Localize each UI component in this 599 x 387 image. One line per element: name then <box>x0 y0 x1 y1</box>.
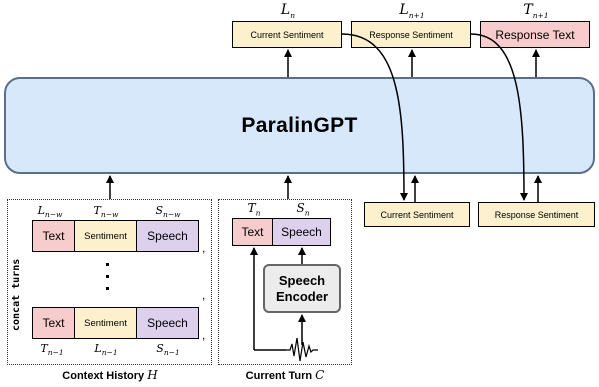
context-last-label-text: Tn−1 <box>40 342 64 358</box>
output-response-sentiment-box: Response Sentiment <box>351 21 471 48</box>
model-title: ParalinGPT <box>241 113 358 137</box>
row-comma-3: , <box>202 328 205 342</box>
context-last-label-speech: Sn−1 <box>156 342 180 358</box>
waveform-icon <box>286 337 318 362</box>
context-history-caption: Context History H <box>62 368 158 382</box>
output-current-sentiment-box: Current Sentiment <box>232 21 342 48</box>
context-first-text-cell: Text <box>32 220 75 252</box>
feedback-curve-response <box>470 33 528 201</box>
output-label-response-text: Tn+1 <box>523 2 549 20</box>
context-first-label-sentiment: Tn−w <box>93 204 119 220</box>
context-first-sentiment-cell: Sentiment <box>74 220 137 252</box>
output-label-current-sentiment: Ln <box>280 2 296 20</box>
speech-encoder-line1: Speech <box>278 272 326 288</box>
output-label-response-sentiment: Ln+1 <box>399 2 425 20</box>
context-first-label-speech: Sn−w <box>155 204 181 220</box>
context-first-speech-cell: Speech <box>136 220 199 252</box>
current-text-cell: Text <box>232 218 273 246</box>
feedback-current-sentiment-box: Current Sentiment <box>364 202 470 227</box>
context-last-speech-cell: Speech <box>136 307 199 339</box>
row-comma-1: , <box>202 241 205 255</box>
current-speech-cell: Speech <box>272 218 331 246</box>
output-response-text-box: Response Text <box>480 21 590 48</box>
paralingpt-model: ParalinGPT <box>4 77 595 174</box>
current-label-speech: Sn <box>296 201 310 218</box>
feedback-response-sentiment-box: Response Sentiment <box>478 202 595 227</box>
speech-encoder-line2: Encoder <box>275 288 328 304</box>
current-label-text: Tn <box>247 201 261 218</box>
row-comma-2: , <box>202 288 205 302</box>
context-last-label-sentiment: Ln−1 <box>94 342 118 358</box>
context-first-label-text: Ln−w <box>37 204 63 220</box>
context-ellipsis <box>100 255 114 290</box>
current-turn-caption: Current Turn C <box>245 368 325 382</box>
feedback-curve-current <box>341 33 408 201</box>
speech-encoder-box: Speech Encoder <box>263 264 341 313</box>
context-history-group <box>7 199 212 365</box>
current-turn-group <box>218 199 352 365</box>
context-last-text-cell: Text <box>32 307 75 339</box>
